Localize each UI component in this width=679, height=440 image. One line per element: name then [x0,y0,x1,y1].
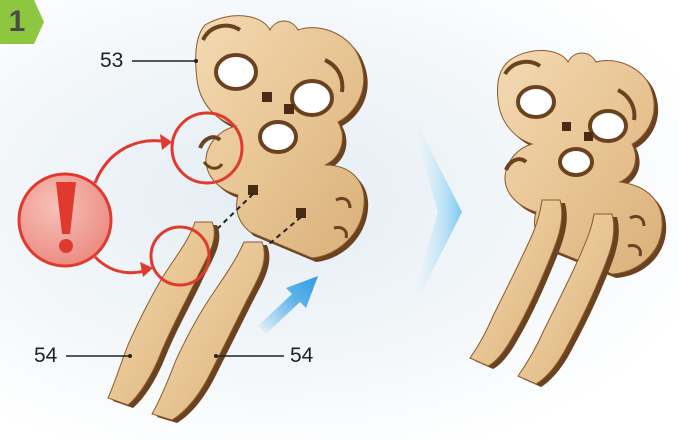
warning-arrow-bottom [95,257,148,273]
warning-arrow-top [95,141,168,183]
assembled-figure [470,50,666,387]
part-label-54-right: 54 [290,345,313,367]
exclamation-icon [19,174,111,266]
part-53-left [196,16,368,262]
part-label-54-left: 54 [34,345,57,367]
part-label-53: 53 [100,50,123,72]
blue-arrow-icon [258,276,318,334]
next-step-chevron-icon [405,100,462,325]
step-badge: 1 [0,0,44,44]
step-number: 1 [2,6,32,38]
